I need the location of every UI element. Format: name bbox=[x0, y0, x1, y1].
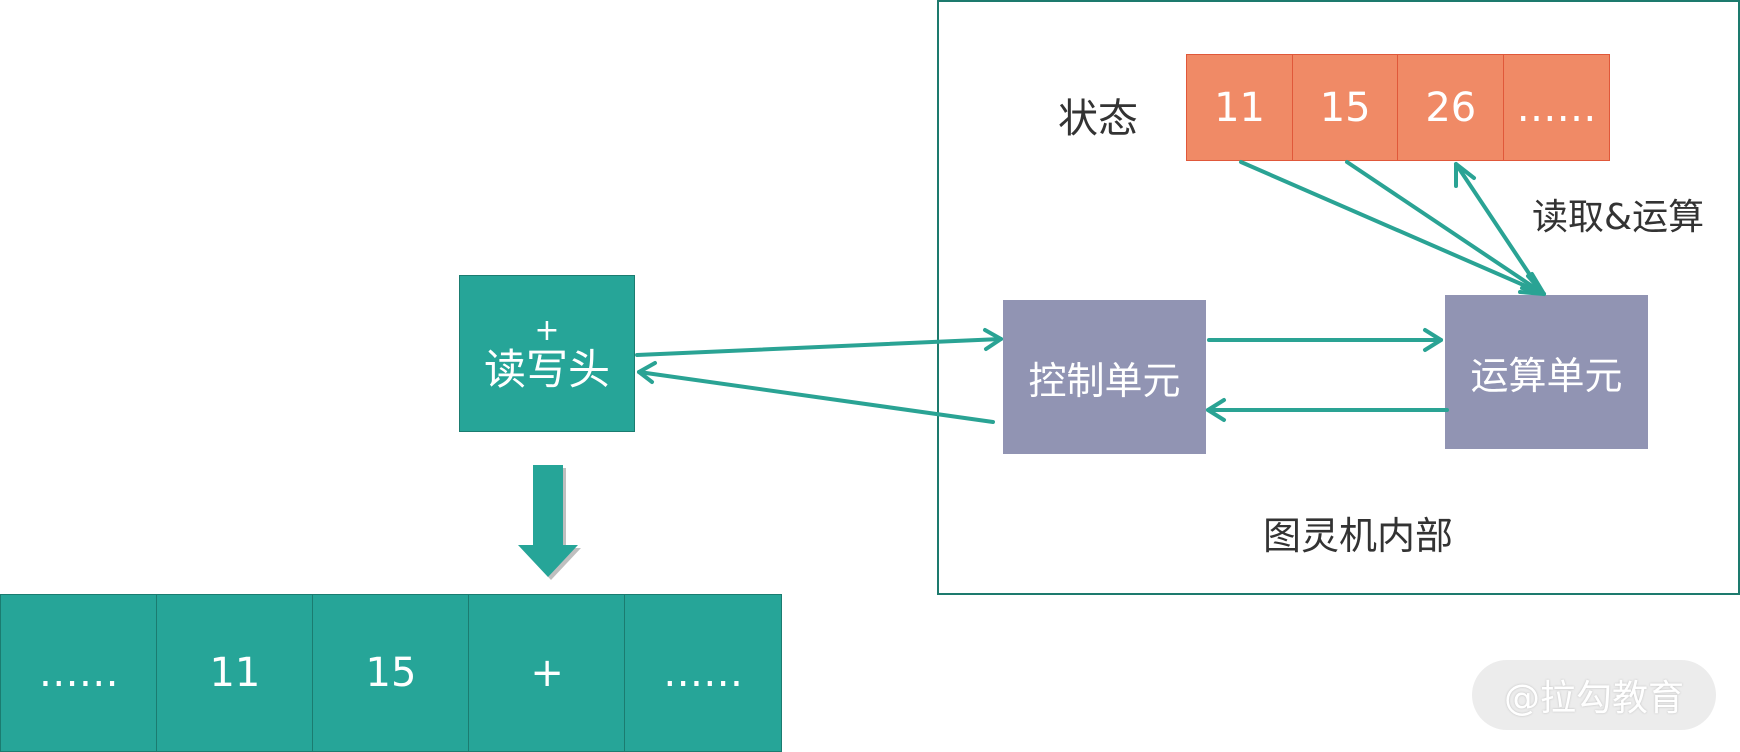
read-write-head: + 读写头 bbox=[459, 275, 635, 432]
tape-cell: …… bbox=[624, 594, 782, 752]
arrowhead-icon bbox=[1206, 398, 1226, 422]
state-label: 状态 bbox=[1058, 96, 1138, 142]
state-cell: …… bbox=[1502, 54, 1610, 161]
state-to-alu-arrow bbox=[1239, 160, 1546, 296]
tape-cell: 11 bbox=[156, 594, 314, 752]
head-label: 读写头 bbox=[483, 345, 610, 395]
tape-cell: 15 bbox=[312, 594, 470, 752]
arrowhead-icon bbox=[637, 361, 657, 384]
arithmetic-unit: 运算单元 bbox=[1445, 295, 1648, 449]
head-to-control-arrow bbox=[635, 337, 1003, 357]
down-arrow-icon bbox=[518, 465, 581, 580]
state-cell: 15 bbox=[1291, 54, 1399, 161]
alu-to-state-arrow bbox=[1454, 162, 1542, 292]
arrowhead-icon bbox=[1423, 328, 1443, 352]
state-register: 11 15 26 …… bbox=[1186, 54, 1610, 161]
control-to-head-arrow bbox=[637, 370, 995, 424]
tape-cell: …… bbox=[0, 594, 158, 752]
arithmetic-unit-label: 运算单元 bbox=[1470, 353, 1623, 398]
control-unit: 控制单元 bbox=[1003, 300, 1206, 454]
machine-interior-label: 图灵机内部 bbox=[1263, 514, 1454, 558]
watermark-logo: @拉勾教育 bbox=[1472, 660, 1716, 730]
read-compute-label: 读取&运算 bbox=[1532, 197, 1705, 238]
arrowhead-icon bbox=[1454, 162, 1476, 188]
arrowhead-icon bbox=[983, 328, 1003, 351]
state-cell: 11 bbox=[1186, 54, 1294, 161]
machine-interior-frame bbox=[937, 0, 1740, 595]
state-to-alu-arrow bbox=[1345, 160, 1546, 296]
state-cell: 26 bbox=[1397, 54, 1505, 161]
head-symbol: + bbox=[534, 312, 560, 348]
tape: …… 11 15 + …… bbox=[0, 594, 782, 752]
control-unit-label: 控制单元 bbox=[1028, 358, 1181, 403]
